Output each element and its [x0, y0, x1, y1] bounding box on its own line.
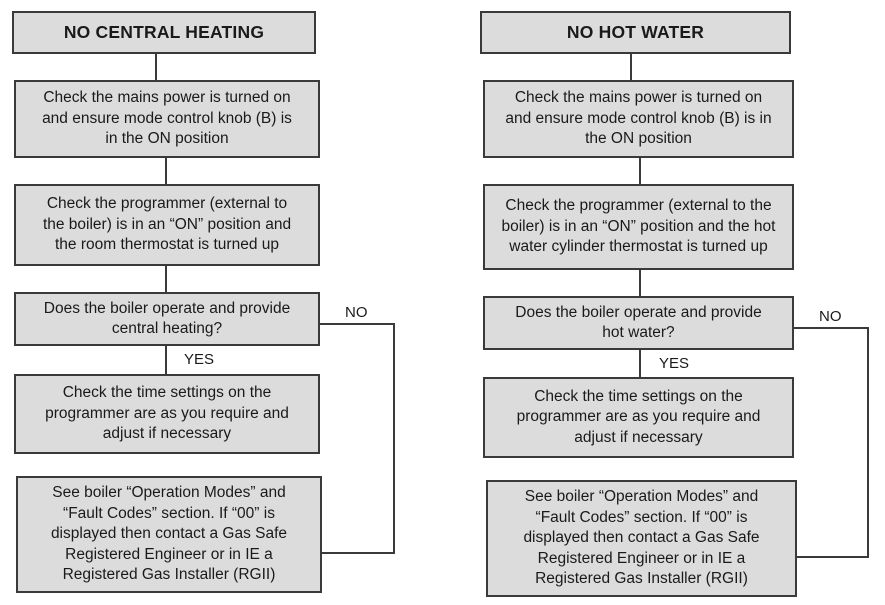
right-step2-line: water cylinder thermostat is turned up	[509, 238, 768, 256]
left-step1-line: and ensure mode control knob (B) is	[42, 109, 292, 127]
right-step4-line: “Fault Codes” section. If “00” is	[535, 508, 748, 526]
left-step3-line: adjust if necessary	[102, 425, 232, 443]
right-step4-line: See boiler “Operation Modes” and	[524, 488, 759, 506]
connector-left-no-branch	[320, 323, 395, 554]
right-step3-box: Check the time settings on the programme…	[483, 377, 794, 458]
left-step4-line: “Fault Codes” section. If “00” is	[63, 504, 275, 522]
left-step3-box: Check the time settings on the programme…	[14, 374, 320, 454]
left-no-label: NO	[345, 304, 368, 321]
left-step2-line: the room thermostat is turned up	[54, 236, 279, 254]
right-step3-line: programmer are as you require and	[516, 408, 761, 426]
right-step4-line: Registered Gas Installer (RGII)	[535, 570, 748, 588]
right-title: NO HOT WATER	[566, 22, 705, 43]
right-step2-line: Check the programmer (external to the	[505, 197, 772, 215]
right-step1-line: the ON position	[585, 130, 692, 148]
right-title-box: NO HOT WATER	[480, 11, 791, 54]
left-step3-line: Check the time settings on the	[62, 384, 272, 402]
left-title-box: NO CENTRAL HEATING	[12, 11, 316, 54]
connector-right-no-branch	[793, 327, 869, 558]
left-step2-line: Check the programmer (external to	[46, 195, 288, 213]
right-step2-box: Check the programmer (external to the bo…	[483, 184, 794, 270]
right-question-box: Does the boiler operate and provide hot …	[483, 296, 794, 350]
left-step1-line: Check the mains power is turned on	[43, 89, 291, 107]
left-title: NO CENTRAL HEATING	[63, 22, 265, 43]
left-step1-line: in the ON position	[105, 130, 229, 148]
left-step4-line: See boiler “Operation Modes” and	[52, 484, 286, 502]
right-yes-label: YES	[659, 355, 690, 372]
left-step4-box: See boiler “Operation Modes” and “Fault …	[16, 476, 322, 593]
right-question-line: hot water?	[602, 324, 675, 341]
left-step2-line: the boiler) is in an “ON” position and	[42, 215, 292, 233]
left-question-box: Does the boiler operate and provide cent…	[14, 292, 320, 346]
left-step4-line: Registered Gas Installer (RGII)	[62, 566, 276, 584]
right-step4-line: displayed then contact a Gas Safe	[523, 529, 760, 547]
right-step1-box: Check the mains power is turned on and e…	[483, 80, 794, 158]
left-step4-line: displayed then contact a Gas Safe	[50, 525, 288, 543]
left-step1-box: Check the mains power is turned on and e…	[14, 80, 320, 158]
right-step3-line: Check the time settings on the	[534, 387, 743, 405]
left-question-line: Does the boiler operate and provide	[43, 299, 291, 317]
right-step3-line: adjust if necessary	[574, 428, 703, 446]
right-step4-box: See boiler “Operation Modes” and “Fault …	[486, 480, 797, 597]
right-step2-line: boiler) is in an “ON” position and the h…	[501, 217, 776, 235]
right-step1-line: and ensure mode control knob (B) is in	[505, 109, 772, 127]
right-step1-line: Check the mains power is turned on	[514, 89, 763, 107]
left-step2-box: Check the programmer (external to the bo…	[14, 184, 320, 266]
right-no-label: NO	[819, 308, 842, 325]
left-question-line: central heating?	[111, 320, 223, 337]
left-step4-line: Registered Engineer or in IE a	[65, 545, 273, 563]
right-step4-line: Registered Engineer or in IE a	[537, 549, 746, 567]
right-question-line: Does the boiler operate and provide	[515, 303, 762, 321]
left-step3-line: programmer are as you require and	[45, 404, 289, 422]
left-yes-label: YES	[184, 351, 215, 368]
